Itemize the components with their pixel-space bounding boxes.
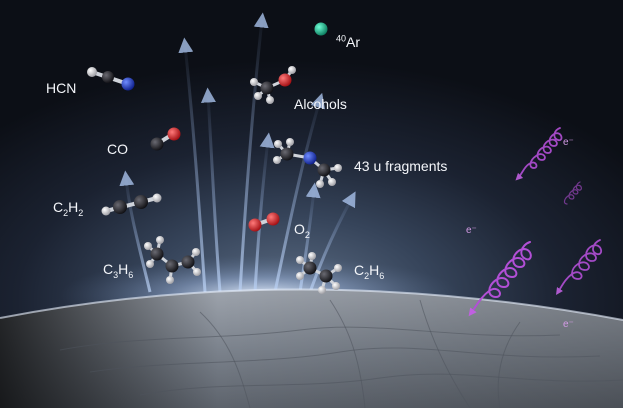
electron-label: e⁻	[466, 225, 477, 236]
carbon-atom	[260, 81, 274, 95]
hydrogen-atom	[266, 96, 274, 104]
hydrogen-atom	[296, 256, 304, 264]
c2h6-molecule	[296, 252, 342, 294]
hydrogen-atom	[274, 140, 282, 148]
hydrogen-atom	[296, 272, 304, 280]
jet-arrow	[308, 191, 356, 293]
label-hcn: HCN	[46, 80, 77, 96]
jet-arrow	[273, 92, 326, 293]
hydrogen-atom	[250, 78, 258, 86]
co-molecule	[150, 127, 181, 151]
label-alcohols: Alcohols	[294, 96, 347, 112]
jet-arrow	[119, 170, 152, 293]
nitrogen-atom	[121, 77, 135, 91]
electron-spiral	[556, 239, 603, 295]
electron-label: e⁻	[563, 319, 574, 330]
oxygen-atom	[266, 212, 280, 226]
jet-arrow	[200, 87, 222, 293]
label-43u-fragments: 43 u fragments	[354, 158, 448, 174]
nitrogen-atom	[303, 151, 317, 165]
carbon-atom	[102, 71, 114, 83]
oxygen-atom	[248, 218, 262, 232]
hydrogen-atom	[308, 252, 316, 260]
jet-arrow	[178, 37, 207, 293]
hydrogen-atom	[87, 67, 97, 77]
hydrogen-atom	[318, 286, 326, 294]
carbon-atom	[181, 255, 195, 269]
jet-arrow	[238, 12, 269, 293]
c3h6-molecule	[144, 236, 201, 284]
jet-arrow	[298, 182, 321, 293]
electron-label: e⁻	[563, 137, 574, 148]
label-c2h2: C2H2	[53, 199, 84, 218]
hcn-molecule	[87, 67, 135, 91]
moon-surface	[0, 288, 623, 408]
hydrogen-atom	[286, 138, 294, 146]
label-c2h6: C2H6	[354, 262, 385, 281]
hydrogen-atom	[156, 236, 164, 244]
hydrogen-atom	[152, 193, 162, 203]
argon-atom	[314, 22, 328, 36]
jet-arrow	[253, 132, 275, 293]
carbon-atom	[303, 261, 317, 275]
carbon-atom	[319, 269, 333, 283]
hydrogen-atom	[273, 156, 281, 164]
hydrogen-atom	[334, 164, 342, 172]
plume-jets	[119, 12, 356, 293]
label-co: CO	[107, 141, 128, 157]
hydrogen-atom	[288, 66, 296, 74]
label-c3h6: C3H6	[103, 261, 134, 280]
hydrogen-atom	[334, 264, 342, 272]
hydrogen-atom	[101, 206, 111, 216]
carbon-atom	[134, 195, 148, 209]
electron-spiral	[468, 241, 532, 317]
label-o2: O2	[294, 221, 310, 240]
hydrogen-atom	[166, 276, 174, 284]
hydrogen-atom	[192, 248, 200, 256]
label-argon: 40Ar	[336, 33, 361, 50]
alcohol-molecule	[250, 66, 296, 104]
hydrogen-atom	[316, 180, 324, 188]
electron-spiral	[515, 127, 563, 181]
o2-molecule	[248, 212, 280, 232]
carbon-atom	[113, 200, 127, 214]
electron-spiral	[563, 181, 582, 205]
electron-spirals	[468, 127, 603, 317]
hydrogen-atom	[332, 282, 340, 290]
fragment-molecule	[273, 138, 342, 188]
carbon-atom	[150, 137, 164, 151]
carbon-atom	[165, 259, 179, 273]
oxygen-atom	[167, 127, 181, 141]
hydrogen-atom	[254, 92, 262, 100]
hydrogen-atom	[146, 260, 154, 268]
carbon-atom	[317, 163, 331, 177]
oxygen-atom	[278, 73, 292, 87]
hydrogen-atom	[193, 268, 201, 276]
carbon-atom	[280, 147, 294, 161]
carbon-atom	[150, 247, 164, 261]
hydrogen-atom	[328, 178, 336, 186]
hydrogen-atom	[144, 242, 152, 250]
c2h2-molecule	[101, 193, 162, 216]
